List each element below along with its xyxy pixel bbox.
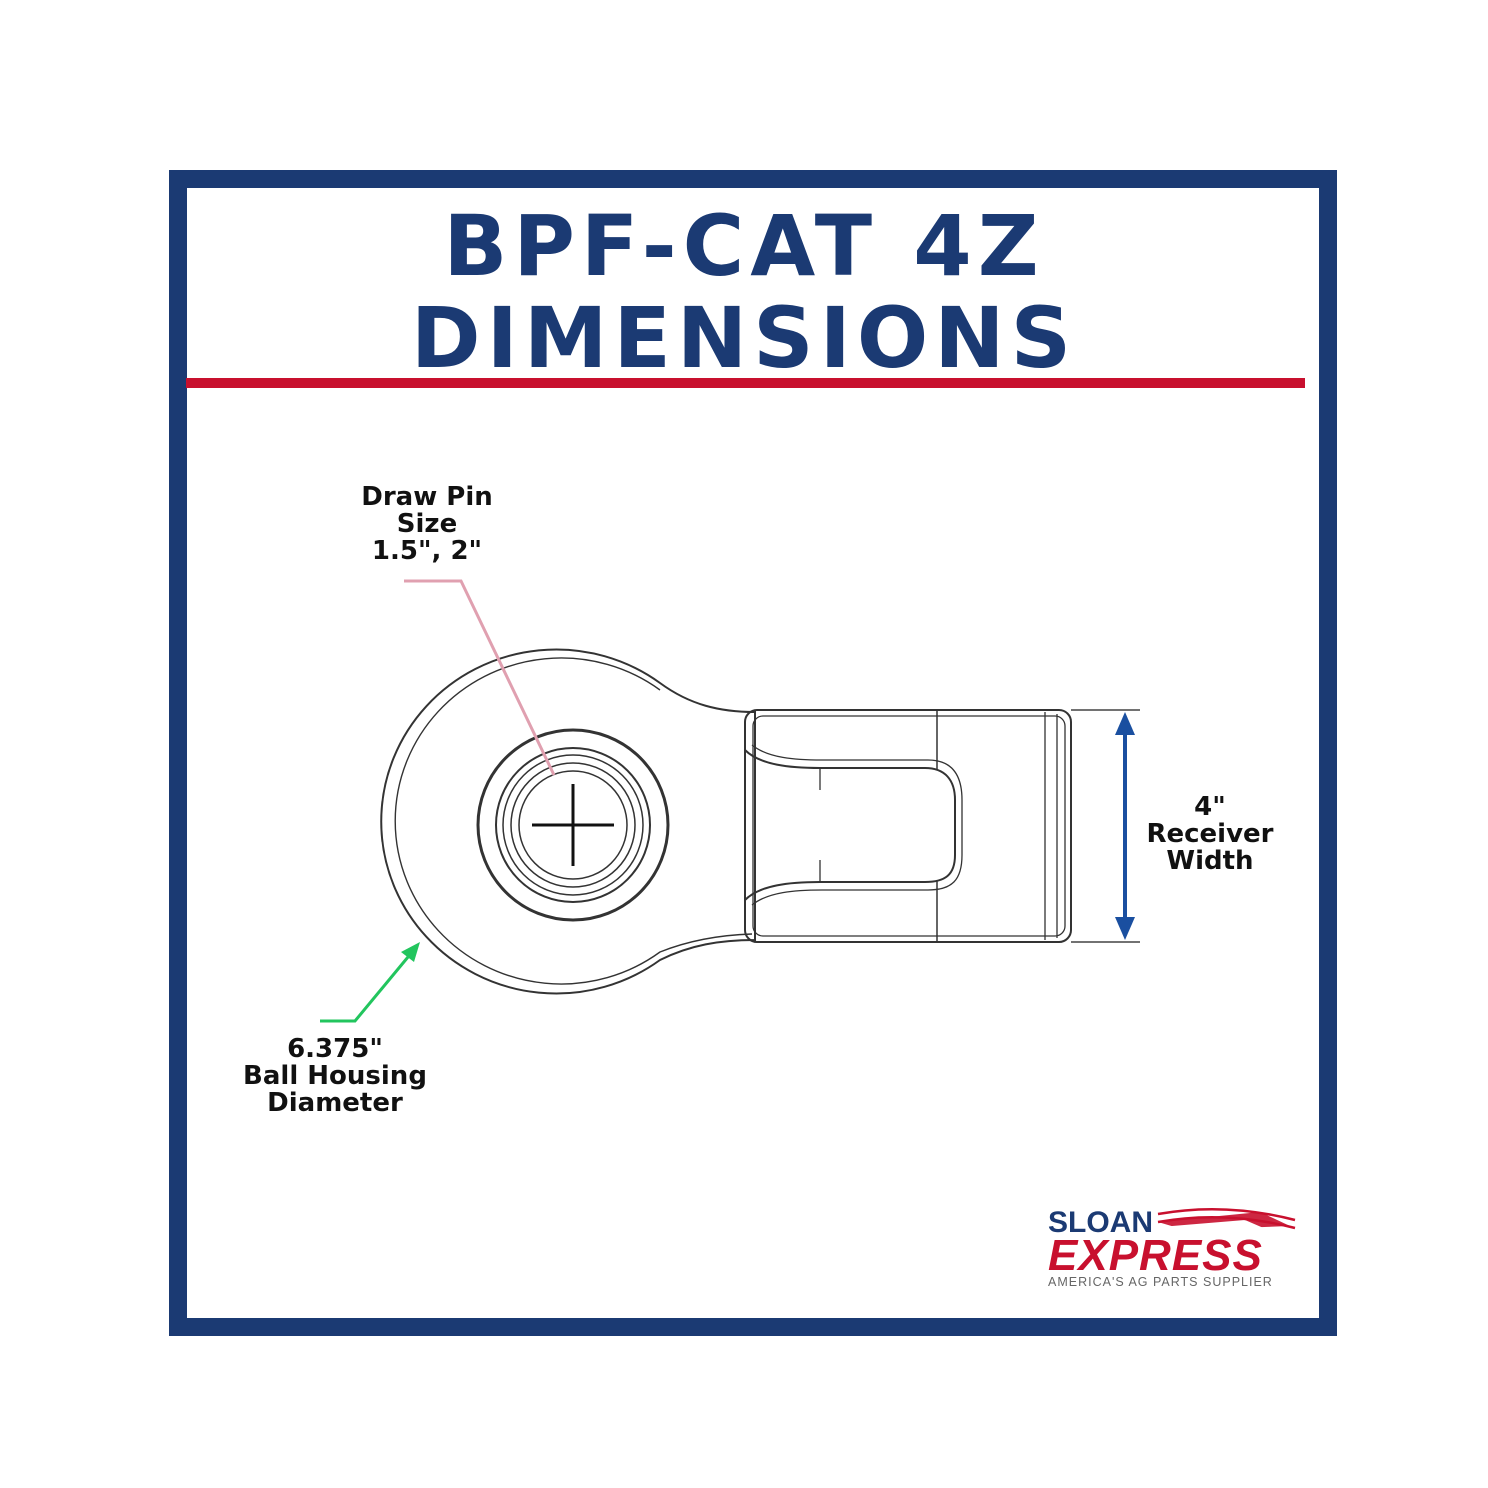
title-line-1: BPF-CAT 4Z — [443, 197, 1045, 295]
receiver-label-line-1: 4" — [1194, 792, 1226, 822]
flag-stripes-icon — [1158, 1212, 1290, 1234]
draw-pin-leader — [404, 579, 556, 776]
draw-pin-circle — [518, 770, 628, 880]
receiver-body — [744, 709, 1072, 943]
draw-pin-label-line-3: 1.5", 2" — [371, 536, 483, 566]
ball-housing-arrow — [320, 942, 420, 1023]
receiver-slot — [744, 749, 956, 901]
sloan-express-logo: SLOAN EXPRESS AMERICA'S AG PARTS SUPPLIE… — [1048, 1206, 1296, 1289]
ball-housing-label-line-2: Ball Housing — [243, 1061, 427, 1091]
ball-housing-outline — [380, 648, 756, 995]
ball-housing-label: 6.375" Ball Housing Diameter — [230, 1036, 440, 1117]
draw-pin-label: Draw Pin Size 1.5", 2" — [347, 484, 507, 565]
page-title: BPF-CAT 4Z DIMENSIONS — [0, 200, 1488, 384]
receiver-width-dimension — [1071, 709, 1140, 943]
draw-pin-label-line-1: Draw Pin — [361, 482, 493, 512]
receiver-width-label: 4" Receiver Width — [1135, 794, 1285, 875]
pin-outer-ring — [476, 728, 670, 922]
ball-housing-label-line-3: Diameter — [267, 1088, 403, 1118]
logo-name-main: EXPRESS — [1048, 1231, 1263, 1280]
title-line-2: DIMENSIONS — [410, 289, 1078, 387]
title-divider — [186, 378, 1305, 388]
logo-name-top: SLOAN — [1048, 1206, 1153, 1239]
receiver-label-line-3: Width — [1166, 846, 1254, 876]
draw-pin-label-line-2: Size — [396, 509, 458, 539]
ball-housing-label-line-1: 6.375" — [287, 1034, 383, 1064]
receiver-label-line-2: Receiver — [1146, 819, 1274, 849]
logo-tagline: AMERICA'S AG PARTS SUPPLIER — [1048, 1275, 1273, 1289]
